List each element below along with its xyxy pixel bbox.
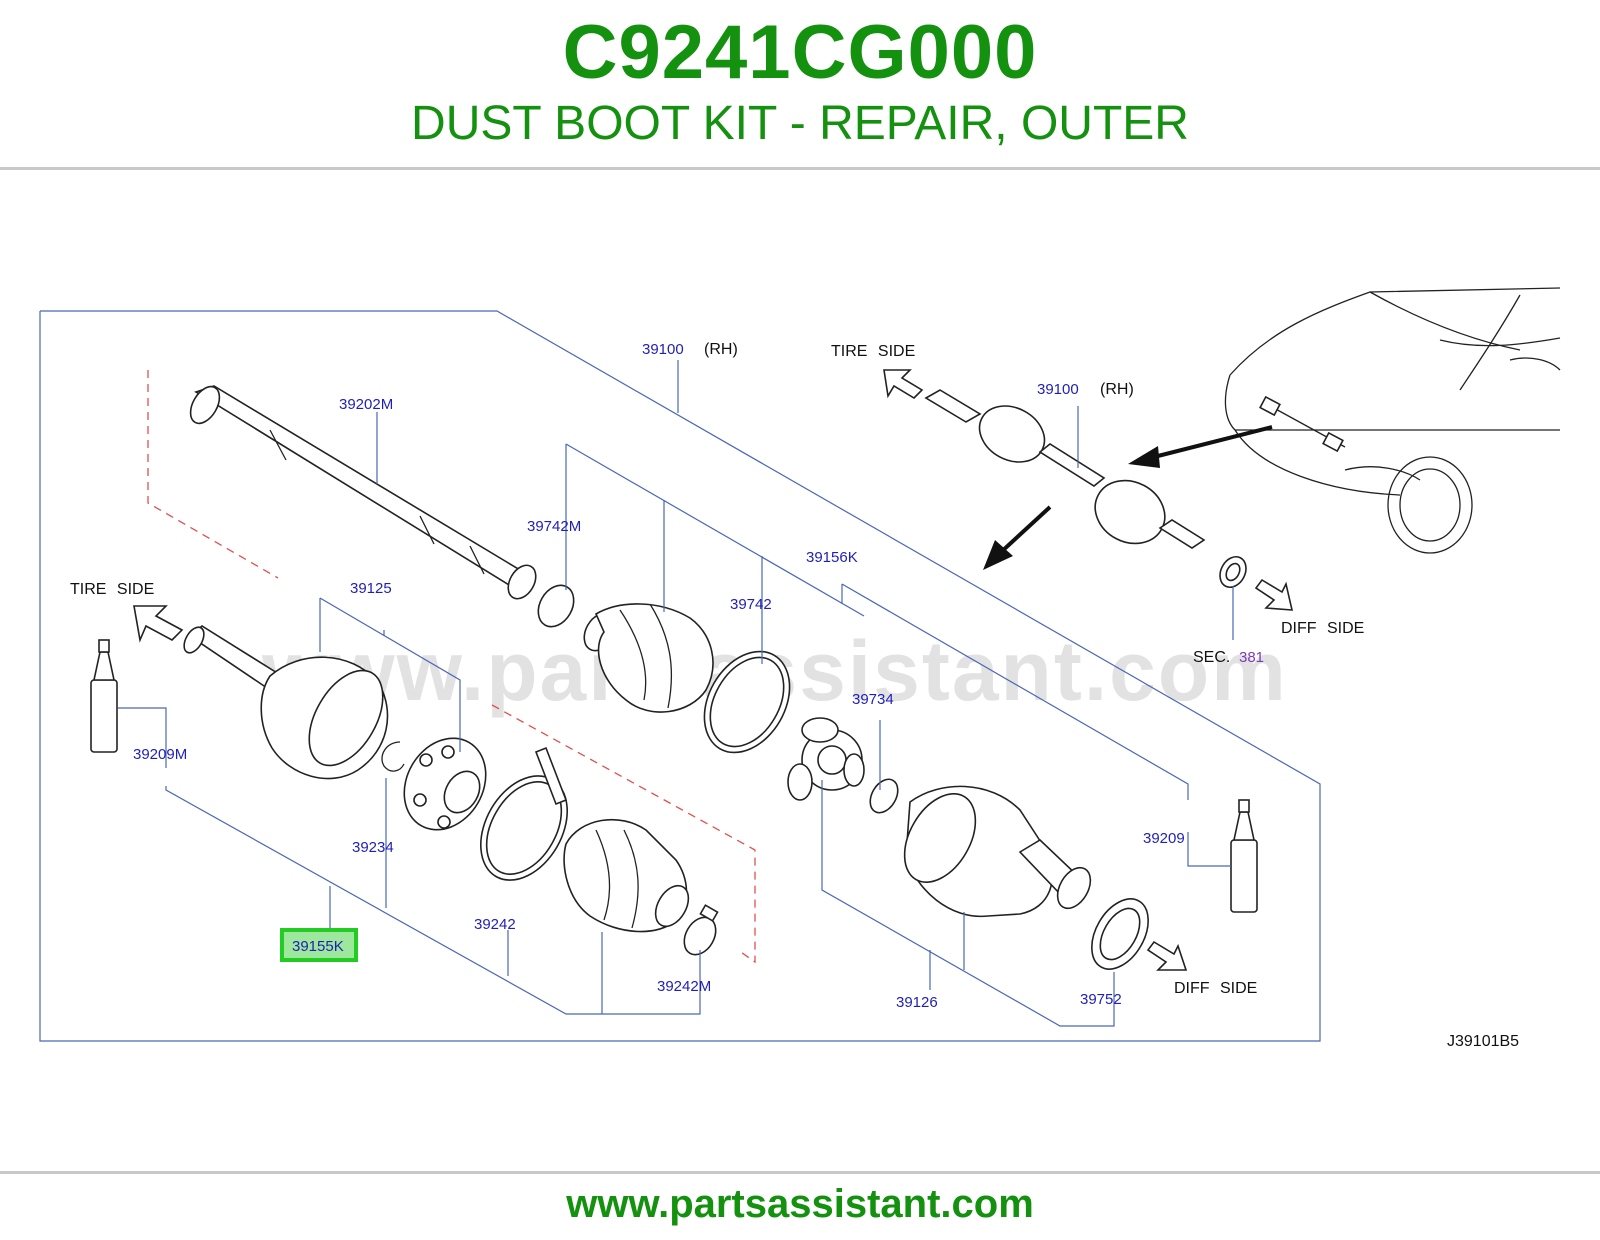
sec-number-link[interactable]: 381 xyxy=(1239,649,1264,666)
callout-39156K[interactable]: 39156K xyxy=(806,549,858,566)
callout-39742M[interactable]: 39742M xyxy=(527,518,581,535)
boot-band-39242M-clip xyxy=(699,904,719,922)
callout-39155K: 39155K xyxy=(292,938,344,955)
rh-label-main: (RH) xyxy=(704,341,738,358)
housing-39126 xyxy=(903,785,1092,918)
main-frame xyxy=(39,310,1321,1042)
footer-url[interactable]: www.partsassistant.com xyxy=(566,1182,1034,1226)
snap-ring-39734 xyxy=(869,778,899,814)
spider-assembly xyxy=(787,717,865,801)
diff-side-label-main: DIFF SIDE xyxy=(1174,980,1257,997)
drawing-code: J39101B5 xyxy=(1447,1033,1519,1050)
tire-side-arrow-main xyxy=(133,605,184,643)
tire-side-arrow-inset xyxy=(883,369,924,400)
ball-cage xyxy=(403,737,487,831)
boot-band-39242-tab xyxy=(534,746,568,806)
grease-tube-39209 xyxy=(1230,799,1258,913)
callout-39125[interactable]: 39125 xyxy=(350,580,392,597)
diff-side-label-inset: DIFF SIDE xyxy=(1281,620,1364,637)
exploded-parts-diagram: www.partsassistant.com xyxy=(39,287,1561,1050)
header-divider xyxy=(0,167,1600,170)
callout-39242M[interactable]: 39242M xyxy=(657,978,711,995)
oil-seal-39752-inner xyxy=(1099,907,1141,961)
callout-39752[interactable]: 39752 xyxy=(1080,991,1122,1008)
tire-side-label-main: TIRE SIDE xyxy=(70,581,154,598)
boot-band-39742-inner xyxy=(709,656,785,748)
dashed-extent-lower xyxy=(491,704,756,964)
leader-lines xyxy=(118,360,1234,1027)
dashed-extent-upper xyxy=(147,370,279,579)
callout-39742[interactable]: 39742 xyxy=(730,596,772,613)
callout-39242[interactable]: 39242 xyxy=(474,916,516,933)
page-header: C9241CG000 DUST BOOT KIT - REPAIR, OUTER xyxy=(0,0,1600,168)
footer-divider xyxy=(0,1171,1600,1174)
diff-side-arrow-inset xyxy=(1254,578,1294,611)
drive-shaft-39202M xyxy=(189,385,537,600)
part-title: DUST BOOT KIT - REPAIR, OUTER xyxy=(411,97,1189,150)
callout-39209M[interactable]: 39209M xyxy=(133,746,187,763)
inner-boot xyxy=(583,603,714,713)
callout-39209[interactable]: 39209 xyxy=(1143,830,1185,847)
callout-39202M[interactable]: 39202M xyxy=(339,396,393,413)
highlight-box xyxy=(280,928,358,962)
inset-arrows xyxy=(983,425,1273,570)
callout-39126[interactable]: 39126 xyxy=(896,994,938,1011)
vehicle-inset-illustration xyxy=(1224,287,1561,554)
grease-tube-39209M xyxy=(90,639,118,753)
boot-band-39742M xyxy=(537,584,575,628)
callout-39100-inset[interactable]: 39100 xyxy=(1037,381,1079,398)
outer-joint-39125 xyxy=(183,625,389,780)
tire-side-label-inset: TIRE SIDE xyxy=(831,343,915,360)
rh-label-inset: (RH) xyxy=(1100,381,1134,398)
diff-side-arrow-main xyxy=(1146,940,1188,971)
outer-boot xyxy=(563,818,690,933)
highlighted-part-39155K[interactable]: 39155K xyxy=(280,928,358,962)
sec-label: SEC. xyxy=(1193,649,1230,666)
callout-39734[interactable]: 39734 xyxy=(852,691,894,708)
callout-39234[interactable]: 39234 xyxy=(352,839,394,856)
part-number: C9241CG000 xyxy=(562,10,1038,95)
callout-39100-main[interactable]: 39100 xyxy=(642,341,684,358)
inset-drive-shaft xyxy=(924,389,1247,589)
circlip-39234 xyxy=(381,741,405,772)
